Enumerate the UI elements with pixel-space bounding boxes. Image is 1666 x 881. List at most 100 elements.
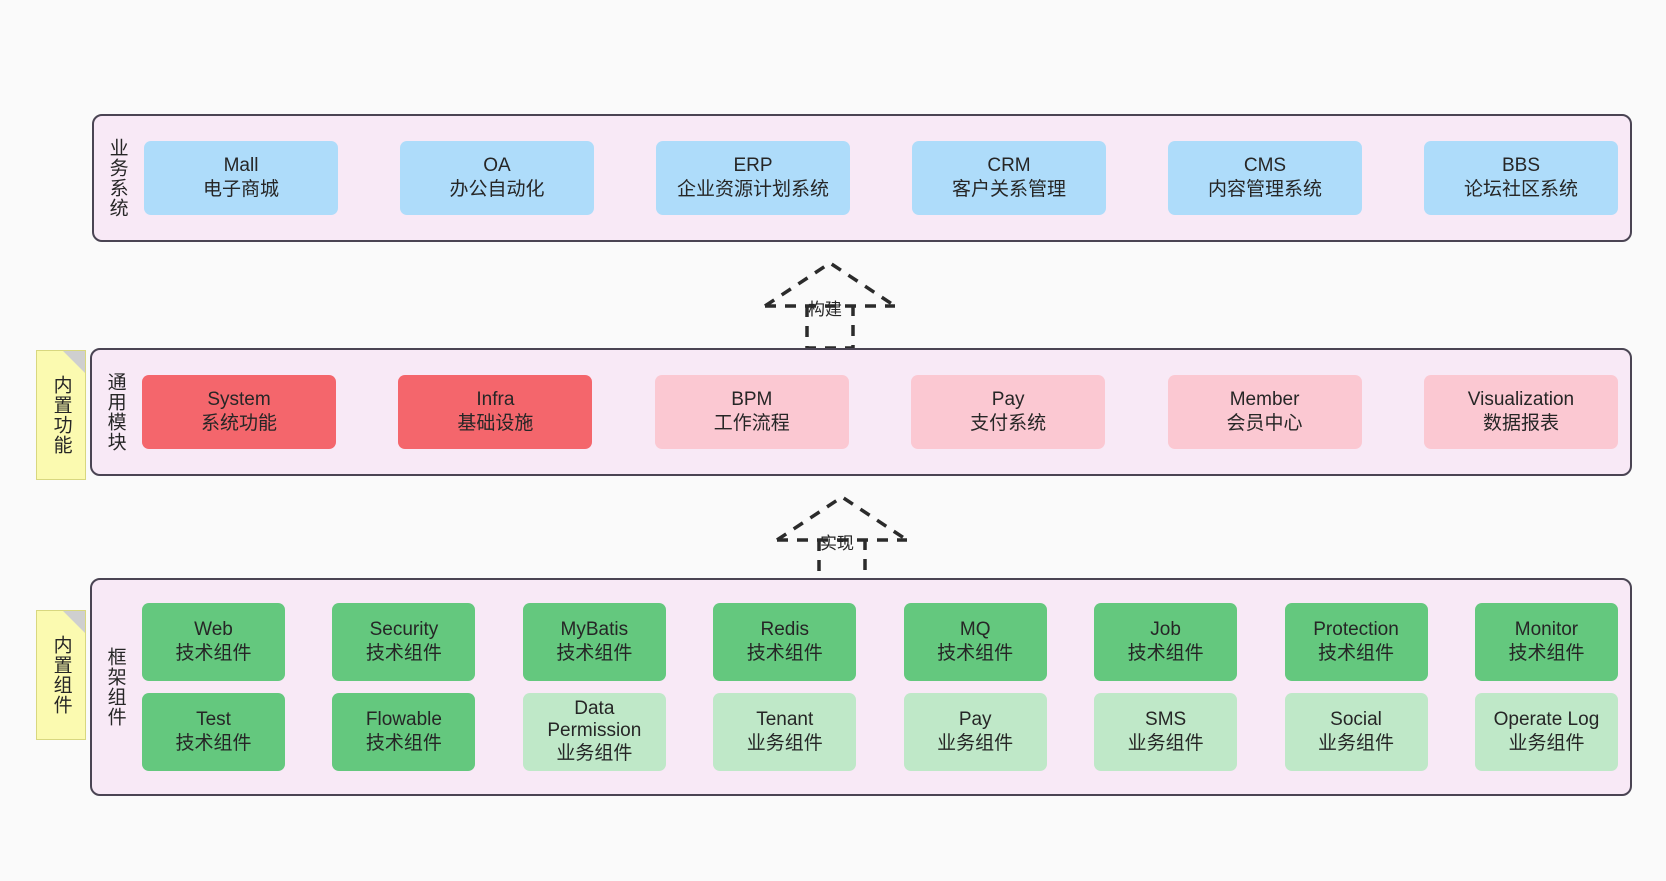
note-builtin-components[interactable]: 内置组件: [36, 610, 86, 740]
card-operate-log[interactable]: Operate Log 业务组件: [1474, 693, 1618, 771]
card-monitor[interactable]: Monitor 技术组件: [1474, 603, 1618, 681]
card-subtitle: 技术组件: [1508, 643, 1585, 664]
card-title: Pay: [958, 709, 992, 731]
card-title: Mall: [223, 155, 259, 177]
card-subtitle: 内容管理系统: [1207, 179, 1322, 200]
card-social[interactable]: Social 业务组件: [1284, 693, 1428, 771]
layer-framework-title: 框架组件: [104, 647, 126, 727]
card-subtitle: 业务组件: [746, 733, 823, 754]
card-subtitle: 业务组件: [1508, 733, 1585, 754]
card-mybatis[interactable]: MyBatis 技术组件: [522, 603, 666, 681]
layer-common-body: System 系统功能 Infra 基础设施 BPM 工作流程 Pay 支付系统…: [138, 350, 1630, 474]
card-title: ERP: [733, 155, 773, 177]
card-subtitle: 业务组件: [1127, 733, 1204, 754]
card-subtitle: 技术组件: [1127, 643, 1204, 664]
layer-business-title: 业务系统: [106, 138, 128, 218]
card-subtitle: 电子商城: [202, 179, 279, 200]
card-erp[interactable]: ERP 企业资源计划系统: [656, 141, 850, 215]
card-subtitle: 技术组件: [175, 643, 252, 664]
card-subtitle: 技术组件: [937, 643, 1014, 664]
card-web[interactable]: Web 技术组件: [142, 603, 285, 681]
card-protection[interactable]: Protection 技术组件: [1284, 603, 1428, 681]
card-mq[interactable]: MQ 技术组件: [903, 603, 1047, 681]
card-title: Web: [194, 619, 233, 641]
card-subtitle: 技术组件: [365, 733, 442, 754]
note-label: 内置组件: [50, 635, 72, 715]
card-flowable[interactable]: Flowable 技术组件: [332, 693, 476, 771]
business-row: Mall 电子商城 OA 办公自动化 ERP 企业资源计划系统 CRM 客户关系…: [144, 141, 1618, 215]
card-oa[interactable]: OA 办公自动化: [400, 141, 594, 215]
card-subtitle: 客户关系管理: [951, 179, 1066, 200]
note-fold-corner: [63, 351, 85, 373]
card-subtitle: 数据报表: [1482, 413, 1559, 434]
card-pay-component[interactable]: Pay 业务组件: [903, 693, 1047, 771]
arrow-head: [776, 494, 908, 542]
card-title: MQ: [959, 619, 991, 641]
card-data-permission[interactable]: Data Permission 业务组件: [522, 693, 666, 771]
card-title: Member: [1229, 389, 1300, 411]
card-subtitle: 基础设施: [457, 413, 534, 434]
card-bpm[interactable]: BPM 工作流程: [654, 375, 849, 449]
layer-business-systems[interactable]: 业务系统 Mall 电子商城 OA 办公自动化 ERP 企业资源计划系统 CRM…: [92, 114, 1632, 242]
card-title: Flowable: [365, 709, 442, 731]
connector-implement-label: 实现: [820, 534, 854, 553]
card-redis[interactable]: Redis 技术组件: [713, 603, 857, 681]
layer-common-modules[interactable]: 通用模块 System 系统功能 Infra 基础设施 BPM 工作流程 Pay…: [90, 348, 1632, 476]
card-member[interactable]: Member 会员中心: [1167, 375, 1362, 449]
card-crm[interactable]: CRM 客户关系管理: [912, 141, 1106, 215]
card-subtitle: 业务组件: [556, 743, 633, 765]
card-security[interactable]: Security 技术组件: [332, 603, 476, 681]
card-title: Tenant: [756, 709, 814, 731]
framework-tech-row: Web 技术组件 Security 技术组件 MyBatis 技术组件 Redi…: [142, 603, 1618, 681]
note-fold-corner: [63, 611, 85, 633]
card-subtitle: 技术组件: [746, 643, 823, 664]
card-subtitle: 企业资源计划系统: [676, 179, 829, 200]
card-subtitle: 技术组件: [175, 733, 252, 754]
card-subtitle: 技术组件: [556, 643, 633, 664]
card-subtitle: 论坛社区系统: [1463, 179, 1578, 200]
card-title: OA: [483, 155, 511, 177]
note-builtin-features[interactable]: 内置功能: [36, 350, 86, 480]
card-subtitle: 工作流程: [713, 413, 790, 434]
card-bbs[interactable]: BBS 论坛社区系统: [1424, 141, 1618, 215]
card-title: Job: [1150, 619, 1181, 641]
layer-business-body: Mall 电子商城 OA 办公自动化 ERP 企业资源计划系统 CRM 客户关系…: [140, 116, 1630, 240]
card-subtitle: 业务组件: [1318, 733, 1395, 754]
card-sms[interactable]: SMS 业务组件: [1094, 693, 1238, 771]
layer-framework-components[interactable]: 框架组件 Web 技术组件 Security 技术组件 MyBatis 技术组件…: [90, 578, 1632, 796]
layer-framework-body: Web 技术组件 Security 技术组件 MyBatis 技术组件 Redi…: [138, 580, 1630, 794]
card-title: Protection: [1313, 619, 1399, 641]
card-title: Social: [1330, 709, 1382, 731]
card-mall[interactable]: Mall 电子商城: [144, 141, 338, 215]
card-cms[interactable]: CMS 内容管理系统: [1168, 141, 1362, 215]
card-visualization[interactable]: Visualization 数据报表: [1423, 375, 1618, 449]
card-subtitle: 办公自动化: [449, 179, 545, 200]
card-title: Operate Log: [1493, 709, 1600, 731]
card-title: Data Permission: [547, 698, 642, 742]
card-title: Security: [369, 619, 439, 641]
framework-business-row: Test 技术组件 Flowable 技术组件 Data Permission …: [142, 693, 1618, 771]
card-title: Monitor: [1514, 619, 1579, 641]
card-title: Visualization: [1467, 389, 1575, 411]
card-title: System: [207, 389, 271, 411]
card-subtitle: 支付系统: [970, 413, 1047, 434]
card-tenant[interactable]: Tenant 业务组件: [713, 693, 857, 771]
connector-build: 构建: [760, 258, 920, 350]
card-title: SMS: [1145, 709, 1187, 731]
card-title: BPM: [731, 389, 773, 411]
card-title: CMS: [1243, 155, 1287, 177]
card-title: Test: [196, 709, 231, 731]
card-title: CRM: [987, 155, 1031, 177]
card-subtitle: 业务组件: [937, 733, 1014, 754]
card-pay-module[interactable]: Pay 支付系统: [911, 375, 1106, 449]
card-infra[interactable]: Infra 基础设施: [398, 375, 593, 449]
card-subtitle: 系统功能: [200, 413, 277, 434]
card-test[interactable]: Test 技术组件: [142, 693, 285, 771]
card-job[interactable]: Job 技术组件: [1094, 603, 1238, 681]
note-label: 内置功能: [50, 375, 72, 455]
arrow-head: [764, 260, 896, 308]
card-title: Infra: [476, 389, 515, 411]
card-system[interactable]: System 系统功能: [142, 375, 336, 449]
card-title: Pay: [991, 389, 1025, 411]
